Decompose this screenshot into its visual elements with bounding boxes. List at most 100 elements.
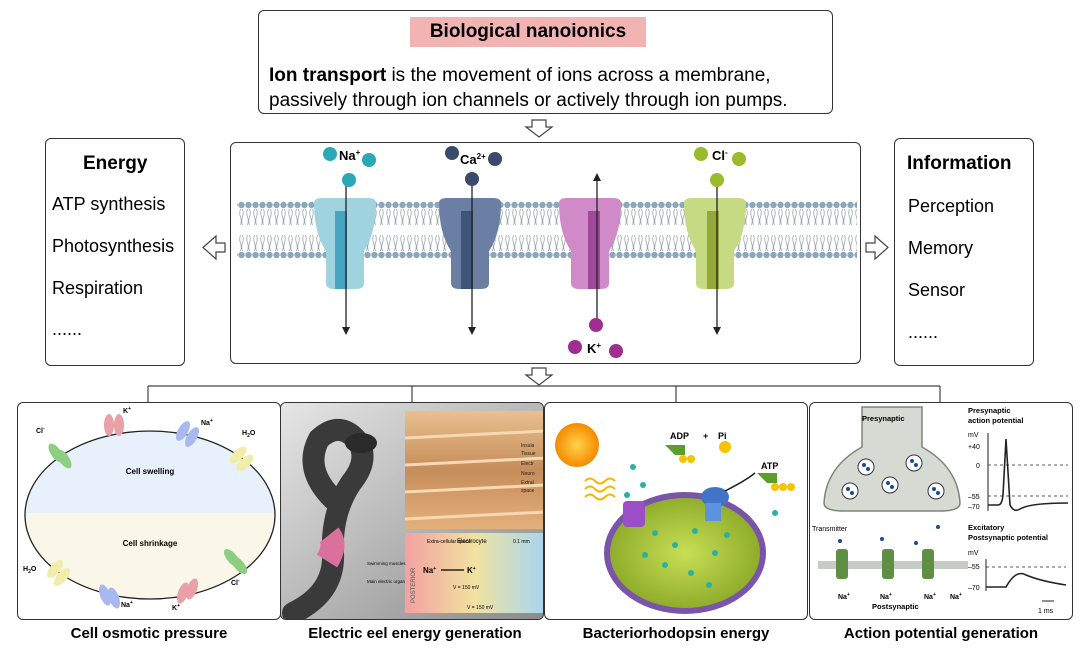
cell-body [604,492,766,614]
epsp-title: Excitatory [968,523,1005,532]
potassium-ions [568,318,623,358]
svg-text:Neuro: Neuro [521,471,535,477]
epsp-subtitle: Postsynaptic potential [968,533,1048,542]
osmotic-h2o-label: H2O [23,566,37,575]
chloride-label: Cl- [712,148,728,163]
pi-molecule [719,441,731,453]
plus-label: + [703,431,708,441]
epsp-m70: –70 [968,585,980,592]
pre-ap-mv: mV [968,432,979,439]
epsp-trace [986,572,1067,588]
vm-inner-label: V = 150 mV [453,585,480,591]
receptors [836,549,934,579]
atp-synthase [701,487,729,521]
energy-box: Energy ATP synthesis Photosynthesis Resp… [45,138,185,366]
action-na-label: Na+ [838,592,850,601]
pre-ap-title: Presynaptic [968,406,1011,415]
eel-na-label: Na+ [423,566,436,575]
information-title: Information [907,153,1012,174]
posterior-label: POSTERIOR [411,567,417,603]
action-na-label: Na+ [950,592,962,601]
vesicle-dots [846,459,940,495]
ion-channel-diagram: Na+ Ca2+ K+ Cl- [230,142,861,364]
action-na-label: Na+ [880,592,892,601]
pre-ap-trace [988,438,1069,512]
osmotic-k-label: K+ [123,406,131,415]
pre-ap-zero: 0 [976,463,980,470]
calcium-ions [445,146,502,186]
chloride-ions [694,147,746,187]
osmotic-k-label: K+ [172,603,180,612]
osmotic-na-label: Na+ [201,418,213,427]
pre-ap-subtitle: action potential [968,416,1023,425]
svg-text:space: space [521,488,535,494]
tissue-image [405,411,543,529]
osmotic-cl-label: Cl- [36,426,45,435]
shrinkage-label: Cell shrinkage [123,539,178,548]
bacterio-svg: ADP + Pi ATP [555,423,795,614]
ms-label: 1 ms [1038,608,1054,615]
presynaptic-terminal [823,406,961,512]
eel-body [282,419,374,619]
information-item: Memory [908,238,974,258]
electrocyte-image [405,533,543,613]
green-channel [48,443,72,469]
osmotic-na-label: Na+ [121,600,133,609]
action-svg: Presynaptic Transmitter Na+ Na+ Na+ Na+ … [812,406,1069,615]
potassium-label: K+ [587,341,601,356]
epsp-mv: mV [968,550,979,557]
panel-bacteriorhodopsin: ADP + Pi ATP [544,402,808,620]
adp-label: ADP [670,431,689,441]
panel-action-potential: Presynaptic Transmitter Na+ Na+ Na+ Na+ … [809,402,1073,620]
muscles-label: Swimming muscles [367,561,406,566]
header-desc-line2: passively through ion channels or active… [269,90,788,111]
osmotic-cl-label: Cl- [231,578,240,587]
vo-label: V = 150 mV [467,605,494,611]
pre-ap-p40: +40 [968,444,980,451]
scale-label: 0.1 mm [513,539,530,545]
epsp-m55: –55 [968,564,980,571]
presynaptic-label: Presynaptic [862,414,905,423]
bacteriorhodopsin-protein [623,501,645,527]
extracellular-label: Extra-cellular space [427,539,471,545]
transmitter-dots [838,525,940,545]
eel-organ [316,527,345,568]
atp-molecule [757,473,795,491]
information-item: ...... [908,322,939,342]
header-description: Ion transport is the movement of ions ac… [269,63,829,113]
left-arrow-icon [202,234,226,261]
light-waves [584,477,616,501]
tissue-labels: Insula Tissue Electr Neuro Extral space [521,443,536,494]
green-channel [223,548,248,575]
pre-ap-m70: –70 [968,504,980,511]
energy-title: Energy [83,153,148,174]
atp-label: ATP [761,461,778,471]
svg-text:Electr: Electr [521,461,534,467]
information-box: Information Perception Memory Sensor ...… [894,138,1034,366]
blue-channel [176,421,199,447]
header-title: Biological nanoionics [410,17,646,47]
energy-item: ATP synthesis [52,194,166,214]
caption-eel: Electric eel energy generation [308,625,522,642]
energy-item: Photosynthesis [52,236,175,256]
information-item: Perception [908,196,995,216]
osmotic-svg: Cell swelling Cell shrinkage Cl- K+ Na+ … [23,406,276,612]
down-arrow-icon [524,367,554,386]
red-channel [176,578,199,604]
postsynaptic-label: Postsynaptic [872,602,919,611]
protons [624,464,778,588]
yellow-channel [46,559,71,587]
header-box: Biological nanoionics Ion transport is t… [258,10,833,114]
energy-item: ...... [52,319,83,339]
tree-connector [147,385,941,402]
header-desc-rest: is the movement of ions across a membran… [386,65,771,86]
potassium-channel [559,173,621,329]
action-na-label: Na+ [924,592,936,601]
tissue-layers [404,429,543,521]
calcium-label: Ca2+ [460,152,486,167]
eel-svg: Insula Tissue Electr Neuro Extral space … [281,403,543,619]
organ-label: Main electric organ [367,579,406,584]
panel-electric-eel: Insula Tissue Electr Neuro Extral space … [280,402,544,620]
svg-text:Extral: Extral [521,480,534,486]
